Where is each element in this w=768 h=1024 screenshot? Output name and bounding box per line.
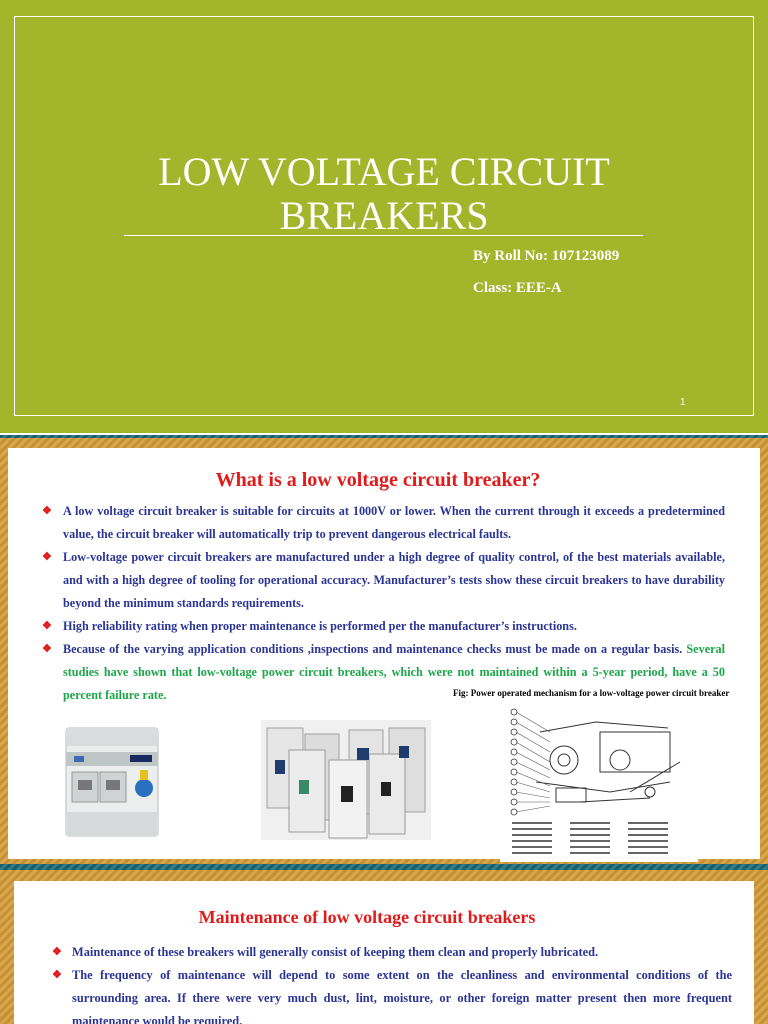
mechanism-drawing bbox=[510, 708, 681, 854]
figure-caption: Fig: Power operated mechanism for a low-… bbox=[453, 688, 730, 698]
class-label: Class: EEE-A bbox=[473, 280, 562, 296]
list-item: ❖ A low voltage circuit breaker is suita… bbox=[42, 500, 725, 546]
roll-number: By Roll No: 107123089 bbox=[473, 248, 620, 264]
separator-line bbox=[0, 433, 768, 436]
modular-breaker-image bbox=[65, 727, 159, 837]
list-item: ❖ Maintenance of these breakers will gen… bbox=[52, 941, 732, 964]
slide-content: What is a low voltage circuit breaker? ❖… bbox=[8, 448, 760, 862]
bullet-list: ❖ A low voltage circuit breaker is suita… bbox=[42, 500, 725, 707]
list-item: ❖ The frequency of maintenance will depe… bbox=[52, 964, 732, 1024]
slide-heading: What is a low voltage circuit breaker? bbox=[215, 469, 541, 491]
diamond-bullet-icon: ❖ bbox=[42, 551, 52, 563]
slide-title: LOW VOLTAGE CIRCUIT BREAKERS bbox=[0, 150, 768, 238]
separator-band bbox=[0, 435, 768, 440]
title-line-2: BREAKERS bbox=[279, 193, 489, 238]
molded-case-breakers-image bbox=[266, 727, 426, 839]
diamond-bullet-icon: ❖ bbox=[42, 505, 52, 517]
title-slide: LOW VOLTAGE CIRCUIT BREAKERS By Roll No:… bbox=[0, 0, 768, 433]
page-number: 1 bbox=[680, 397, 686, 408]
slide-frame bbox=[14, 16, 754, 416]
diamond-bullet-icon: ❖ bbox=[52, 946, 62, 958]
slide-heading: Maintenance of low voltage circuit break… bbox=[198, 907, 536, 927]
highlight-text: Several studies have shown that low-volt… bbox=[63, 642, 725, 702]
slide-content: Maintenance of low voltage circuit break… bbox=[14, 881, 754, 1024]
list-item: ❖ Low-voltage power circuit breakers are… bbox=[42, 546, 725, 615]
diamond-bullet-icon: ❖ bbox=[42, 620, 52, 632]
breaker-photo-1 bbox=[36, 716, 181, 841]
breaker-photo-2 bbox=[261, 720, 431, 840]
list-item: ❖ Because of the varying application con… bbox=[42, 638, 725, 707]
mechanism-diagram bbox=[500, 702, 698, 862]
list-item: ❖ High reliability rating when proper ma… bbox=[42, 615, 725, 638]
maintenance-slide: Maintenance of low voltage circuit break… bbox=[0, 870, 768, 1024]
separator-band bbox=[0, 864, 768, 870]
diamond-bullet-icon: ❖ bbox=[52, 969, 62, 981]
bullet-list: ❖ Maintenance of these breakers will gen… bbox=[52, 941, 732, 1024]
definition-slide: What is a low voltage circuit breaker? ❖… bbox=[0, 438, 768, 864]
title-underline bbox=[124, 235, 643, 236]
title-line-1: LOW VOLTAGE CIRCUIT bbox=[158, 149, 610, 194]
diamond-bullet-icon: ❖ bbox=[42, 643, 52, 655]
